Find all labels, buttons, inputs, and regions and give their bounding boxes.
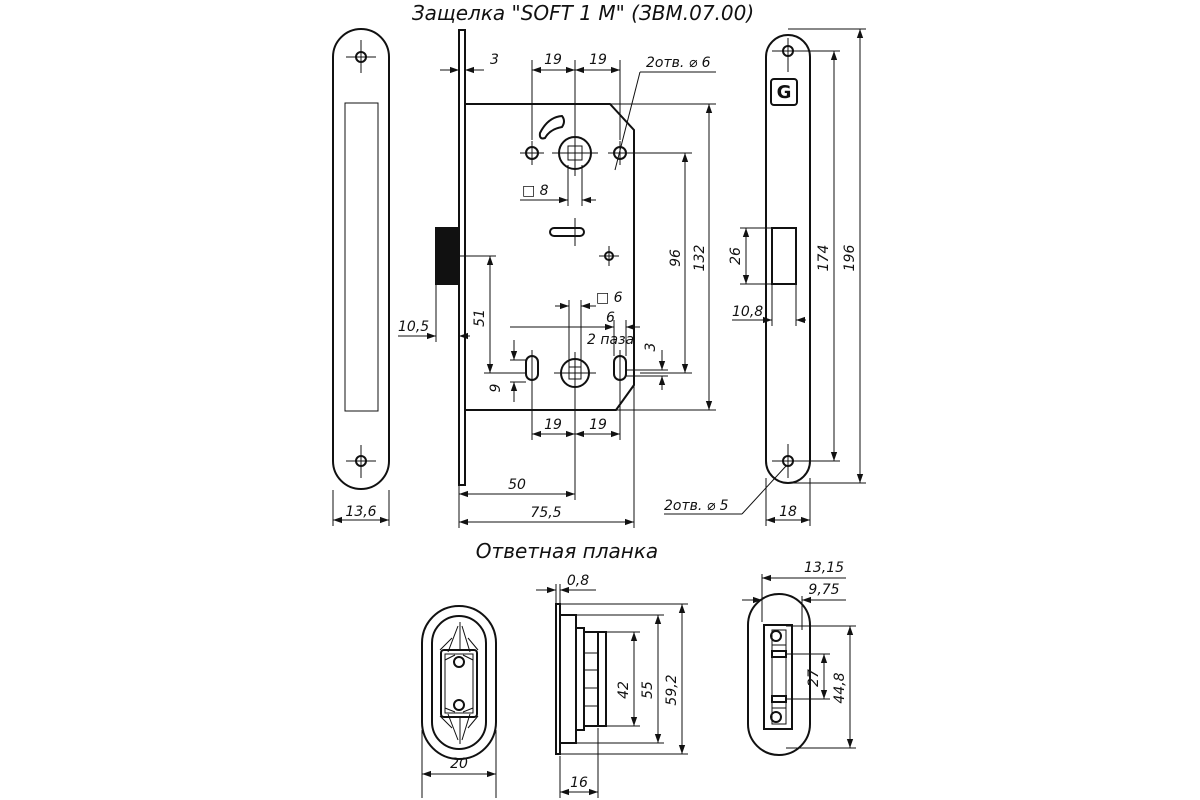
dim-42: 42 bbox=[616, 681, 632, 699]
holes-bottom-label: 2отв. ⌀ 5 bbox=[664, 498, 729, 514]
dim-18: 18 bbox=[779, 504, 797, 520]
dim-16: 16 bbox=[570, 775, 588, 791]
dim-square-8: □ 8 bbox=[522, 183, 549, 199]
dim-75-5: 75,5 bbox=[530, 505, 561, 521]
brand-logo: G bbox=[770, 78, 798, 106]
dim-13-15: 13,15 bbox=[804, 560, 844, 576]
dim-132: 132 bbox=[692, 245, 708, 272]
dim-3-faceplate: 3 bbox=[490, 52, 499, 68]
dim-10-8: 10,8 bbox=[732, 304, 763, 320]
svg-text:G: G bbox=[777, 82, 792, 103]
dim-19-bottom-right: 19 bbox=[589, 417, 607, 433]
strike-side-view: 0,8 42 55 59,2 16 bbox=[536, 573, 688, 798]
dim-6: 6 bbox=[606, 310, 615, 326]
dim-44-8: 44,8 bbox=[832, 672, 848, 703]
dim-19-top-right: 19 bbox=[589, 52, 607, 68]
strike-front-view: 20 bbox=[421, 605, 497, 798]
dim-0-8: 0,8 bbox=[567, 573, 589, 589]
dim-3-slot: 3 bbox=[643, 343, 659, 352]
faceplate-side-view: 13,6 bbox=[332, 28, 390, 526]
dim-59-2: 59,2 bbox=[664, 674, 680, 705]
faceplate-front-view: G 26 10,8 174 196 2отв. ⌀ 5 18 bbox=[664, 28, 866, 526]
holes-top-label: 2отв. ⌀ 6 bbox=[646, 55, 711, 71]
dim-13-6: 13,6 bbox=[345, 504, 376, 520]
lock-body-view: 3 19 19 2отв. ⌀ 6 □ 8 96 132 51 bbox=[398, 29, 716, 528]
dim-27: 27 bbox=[806, 669, 822, 687]
dim-10-5: 10,5 bbox=[398, 319, 429, 335]
strike-back-view: 13,15 9,75 27 44,8 bbox=[742, 560, 856, 756]
dim-9-75: 9,75 bbox=[808, 582, 839, 598]
dim-51: 51 bbox=[472, 309, 488, 327]
latch-title: Защелка "SOFT 1 M" (ЗВМ.07.00) bbox=[412, 1, 754, 25]
dim-174: 174 bbox=[816, 245, 832, 272]
dim-20: 20 bbox=[450, 756, 468, 772]
dim-19-bottom-left: 19 bbox=[544, 417, 562, 433]
strike-plate-title: Ответная планка bbox=[476, 539, 658, 563]
dim-square-6: □ 6 bbox=[596, 290, 623, 306]
dim-196: 196 bbox=[842, 245, 858, 272]
slots-label: 2 паза bbox=[587, 332, 634, 348]
dim-50: 50 bbox=[508, 477, 526, 493]
dim-96: 96 bbox=[668, 249, 684, 267]
dim-9: 9 bbox=[488, 383, 504, 392]
dim-19-top-left: 19 bbox=[544, 52, 562, 68]
dim-55: 55 bbox=[640, 681, 656, 699]
dim-26: 26 bbox=[728, 247, 744, 265]
